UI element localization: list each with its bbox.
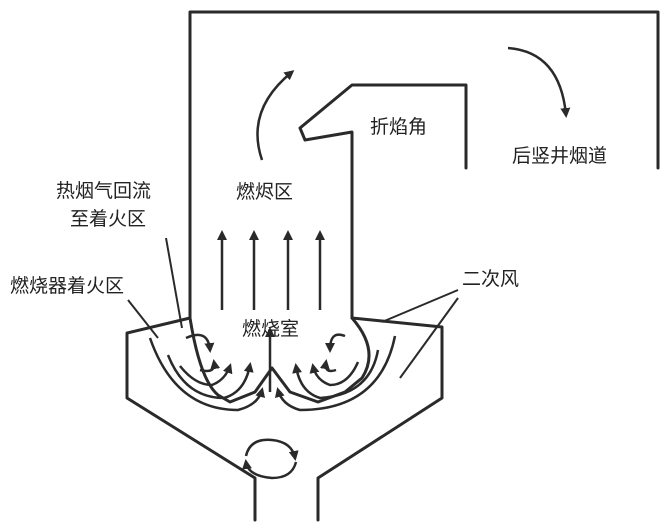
recirc-right-mid [319, 359, 337, 373]
flame-left-3 [179, 363, 233, 387]
turn-arrow-left [256, 70, 295, 161]
leader-burner [127, 299, 159, 339]
turn-arrow-right [507, 46, 571, 118]
lower-hopper [125, 316, 257, 522]
bottom-vortex-bottom [242, 459, 298, 480]
flame-right-3 [309, 361, 360, 387]
label-recirc-line1: 热烟气回流 [56, 180, 152, 202]
recirc-left-top [185, 333, 215, 353]
center-divider [188, 316, 371, 404]
label-recirc-line2: 至着火区 [70, 208, 147, 230]
label-secondary-air: 二次风 [462, 268, 520, 290]
flame-left-2 [166, 354, 254, 400]
flame-right-2 [292, 349, 380, 400]
label-burnout-zone: 燃烬区 [236, 181, 294, 203]
flame-left-1 [148, 337, 266, 412]
leader-secondary-2 [399, 297, 459, 379]
leader-recirc [165, 237, 183, 329]
recirc-left-mid [199, 359, 221, 373]
label-combustion-chamber: 燃烧室 [242, 318, 300, 340]
bottom-vortex-top [244, 438, 299, 461]
furnace-outer-wall [188, 10, 660, 320]
leader-secondary-1 [381, 289, 459, 323]
furnace-nose [298, 83, 468, 320]
label-nose: 折焰角 [370, 116, 428, 138]
lower-hopper-right [316, 316, 444, 522]
label-burner-zone: 燃烧器着火区 [10, 275, 125, 297]
label-back-shaft: 后竖井烟道 [512, 145, 608, 167]
recirc-right-top [325, 333, 346, 353]
flame-right-1 [274, 335, 397, 412]
